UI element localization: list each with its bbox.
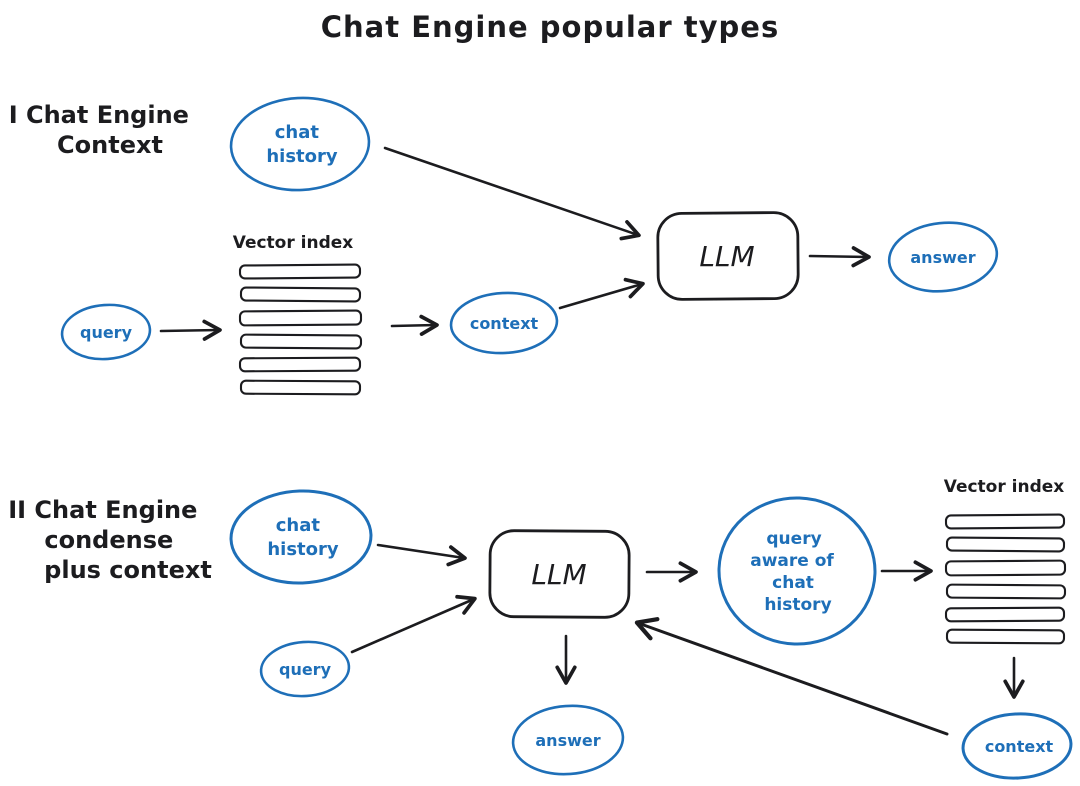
vector-index-2-bar (944, 559, 1067, 577)
node-llm-1 (656, 211, 800, 301)
node-chat-history-2 (229, 489, 373, 585)
node-llm-1-label: LLM (699, 240, 754, 273)
node-context-2-label: context (985, 737, 1054, 756)
chat-history-1-line1: chat (275, 122, 320, 143)
section-2-chat-engine-condense-plus-context: II Chat Engine condense plus context cha… (8, 477, 1073, 780)
arrow-chathistory2-to-llm2 (376, 543, 467, 567)
vector-index-2-bar (945, 583, 1067, 600)
node-llm-2-label: LLM (531, 558, 586, 591)
query-aware-line1: query (766, 529, 821, 549)
section-1-label-line2: Context (57, 131, 163, 159)
section-2-label-line2: condense (44, 526, 173, 554)
chat-history-1-line2: history (266, 146, 338, 167)
chat-history-2-line1: chat (276, 515, 321, 536)
arrow-llm1-to-answer1 (808, 246, 871, 268)
section-1-label-line1: I Chat Engine (9, 101, 189, 129)
node-context-2 (961, 712, 1073, 780)
node-chat-history-2-label: chat history (267, 515, 339, 560)
vector-index-2-bar (945, 536, 1066, 553)
vector-index-2-bar (944, 513, 1066, 530)
arrow-query1-to-vectorindex1 (159, 319, 222, 341)
vector-index-2-bar (945, 628, 1066, 645)
node-query-2-label: query (279, 660, 332, 679)
section-1-chat-engine-context: I Chat Engine Context chat history Vecto… (9, 96, 999, 396)
node-query-1 (60, 303, 152, 361)
section-2-label: II Chat Engine condense plus context (8, 496, 212, 584)
chat-history-2-line2: history (267, 539, 339, 560)
vector-index-1-bar (238, 309, 363, 327)
section-2-label-line1: II Chat Engine (8, 496, 197, 524)
node-llm-2 (488, 529, 631, 619)
arrow-context2-to-llm2 (634, 617, 949, 736)
node-query-1-label: query (80, 323, 133, 342)
vector-index-1-bar (238, 356, 362, 373)
node-answer-2-label: answer (535, 731, 600, 750)
diagram-title: Chat Engine popular types (321, 10, 779, 44)
vector-index-1-bar (238, 263, 362, 280)
vector-index-1-stack (238, 263, 363, 396)
arrow-query2-to-llm2 (350, 594, 477, 654)
section-2-label-line3: plus context (44, 556, 212, 584)
vector-index-1-bar (239, 286, 362, 303)
section-1-label: I Chat Engine Context (9, 101, 198, 159)
vector-index-1-label: Vector index (233, 233, 354, 253)
node-query-aware-label: query aware of chat history (750, 529, 839, 615)
query-aware-line2: aware of (750, 551, 834, 571)
node-chat-history-1-label: chat history (266, 122, 338, 167)
arrow-vectorindex1-to-context1 (390, 314, 439, 336)
query-aware-line3: chat (772, 573, 814, 593)
node-chat-history-1 (229, 96, 371, 192)
vector-index-1-bar (239, 333, 363, 350)
node-answer-2 (511, 704, 625, 776)
arrow-chathistory1-to-llm1 (383, 146, 641, 241)
vector-index-1-bar (239, 379, 362, 396)
node-query-2 (259, 640, 351, 698)
vector-index-2-label: Vector index (944, 477, 1065, 497)
vector-index-2-bar (944, 606, 1066, 623)
node-query-aware-of-chat-history (717, 496, 877, 646)
arrow-context1-to-llm1 (558, 277, 645, 310)
node-context-1-label: context (470, 314, 539, 333)
node-context-1 (449, 291, 559, 355)
query-aware-line4: history (764, 595, 831, 615)
node-answer-1-label: answer (910, 248, 975, 267)
vector-index-2-stack (944, 513, 1067, 645)
node-answer-1 (887, 221, 999, 293)
